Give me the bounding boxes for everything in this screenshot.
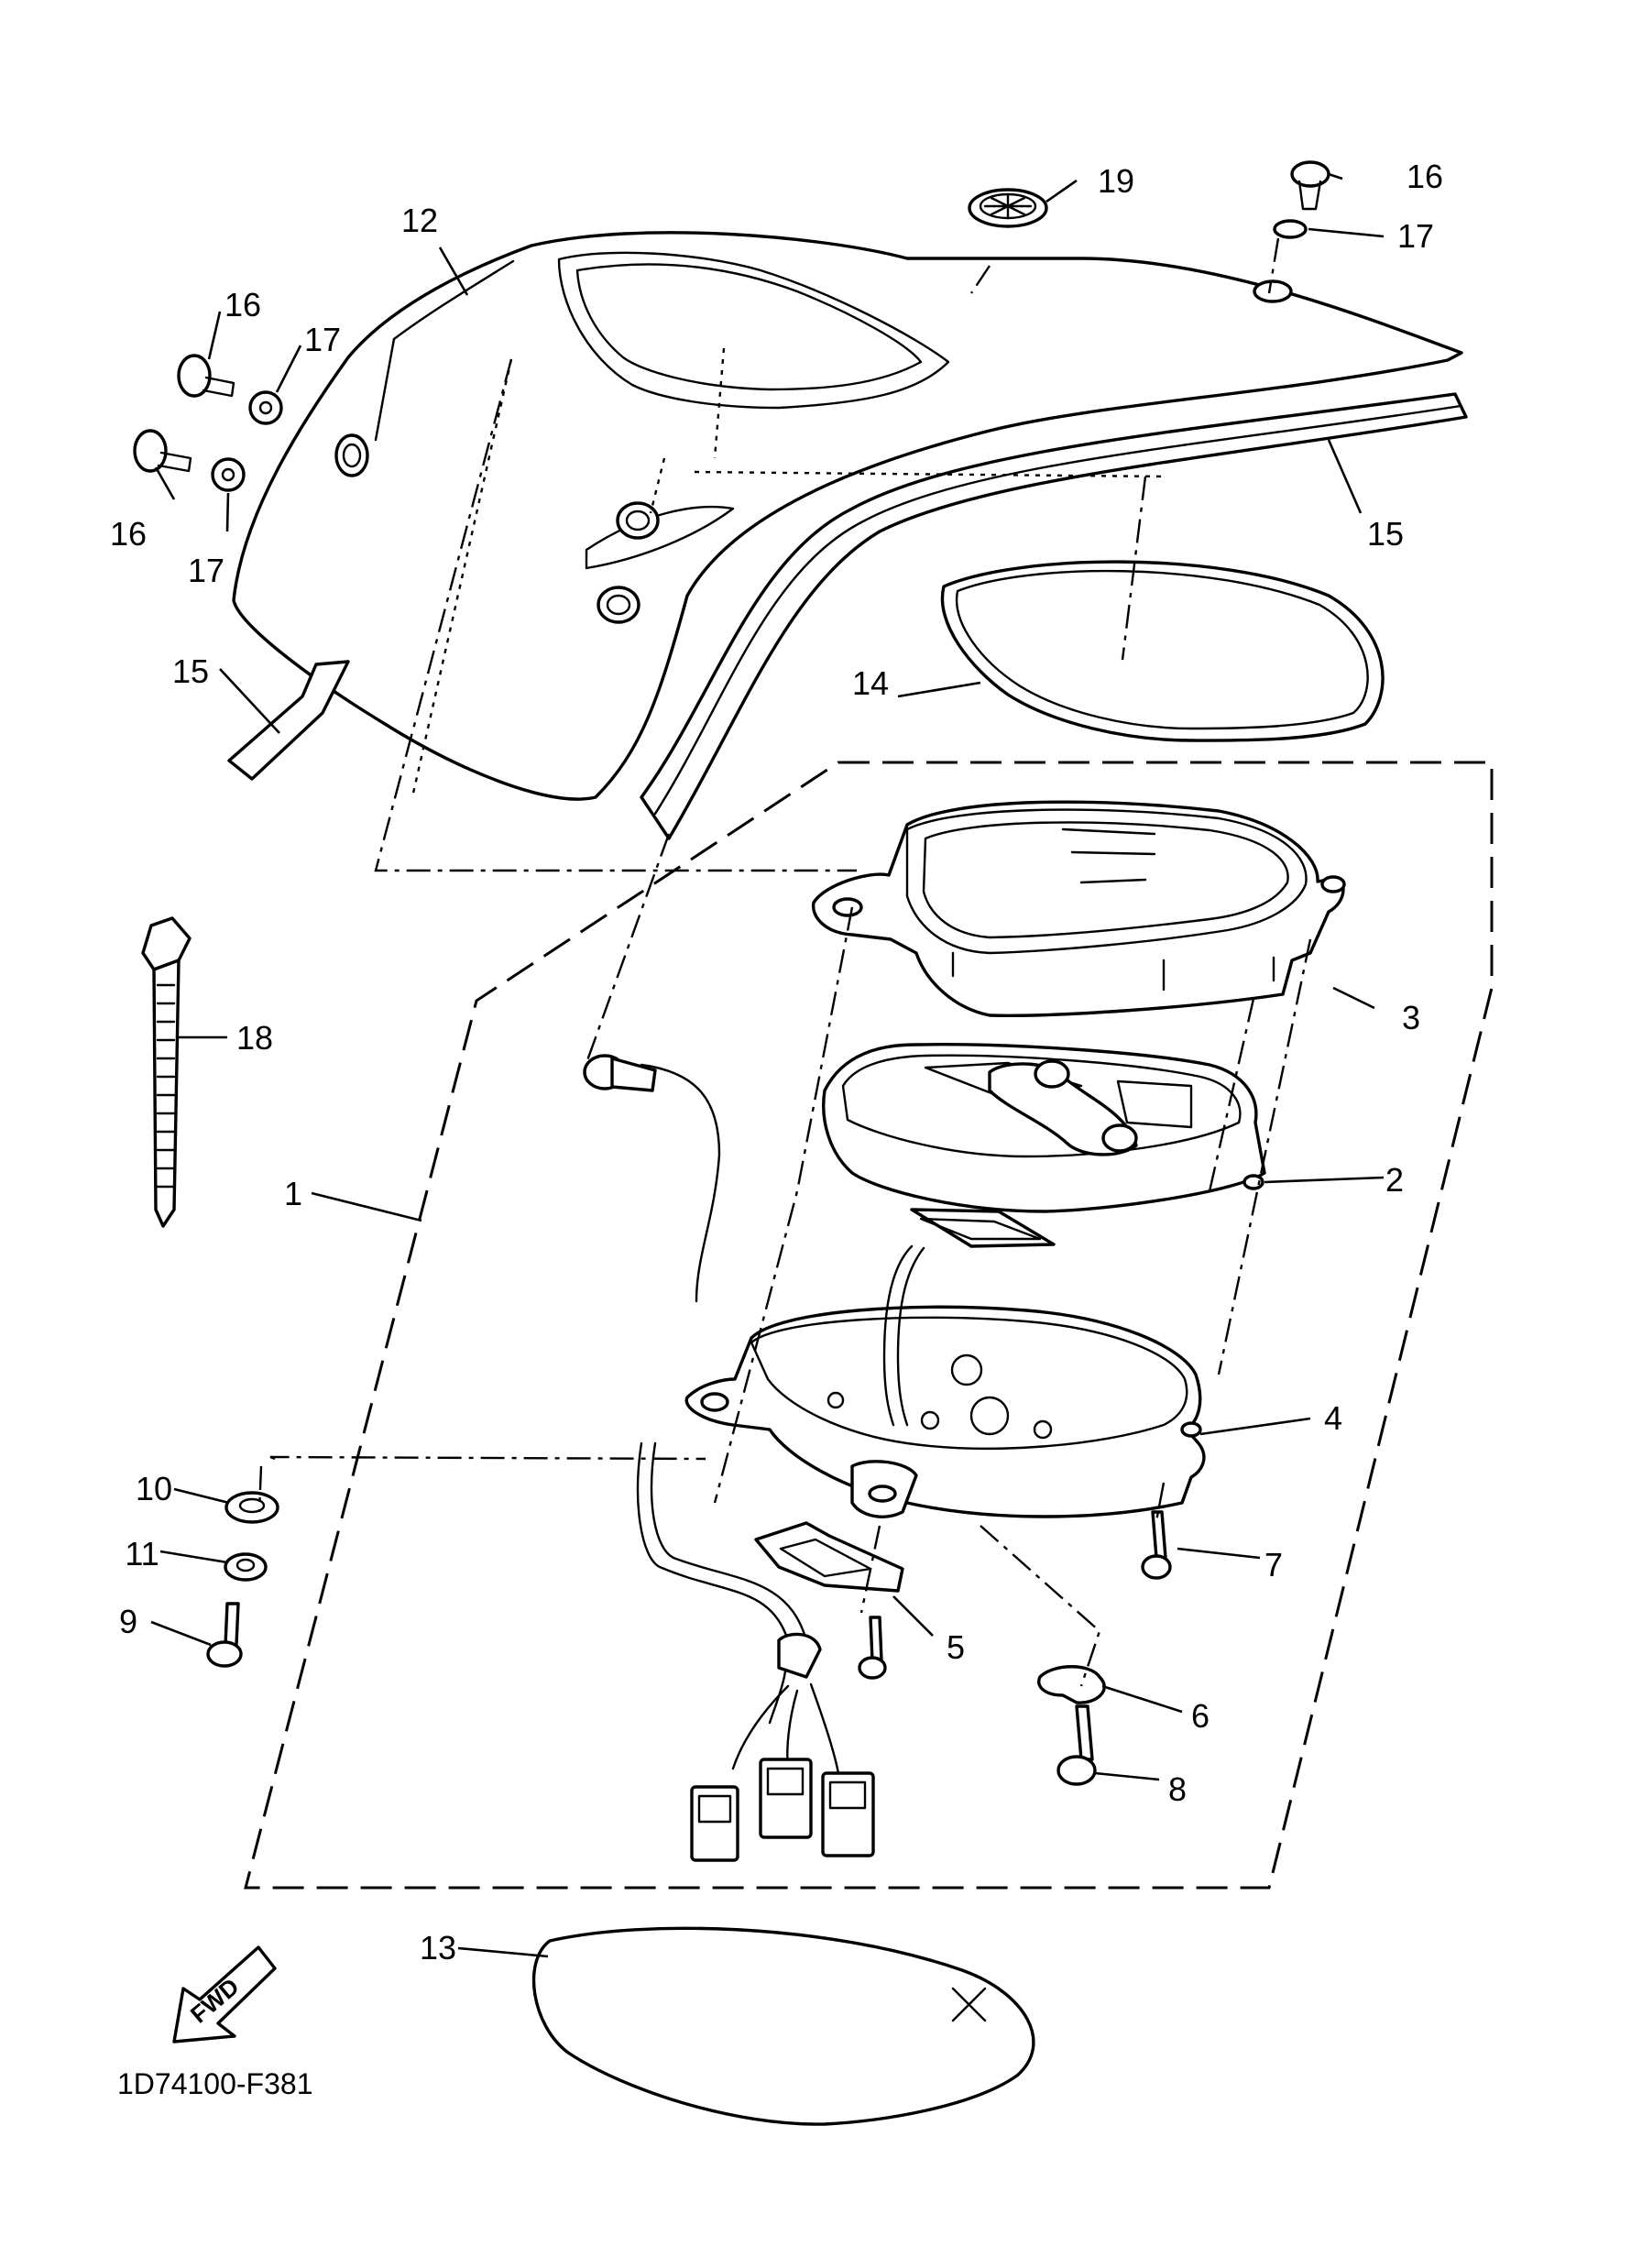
lens-13 <box>531 1926 1035 2126</box>
leader-lines <box>150 172 1385 1958</box>
damper-10 <box>224 1491 279 1524</box>
fwd-arrow-icon: FWD <box>172 1945 277 2043</box>
meter-gasket <box>940 560 1385 742</box>
bolt-9 <box>206 1602 243 1668</box>
screw-8 <box>1056 1704 1097 1786</box>
callout-9: 9 <box>119 1603 137 1640</box>
callout-18: 18 <box>236 1019 273 1057</box>
callout-17-b: 17 <box>188 552 224 589</box>
hidden-lines <box>410 347 1165 798</box>
callout-16-b: 16 <box>110 515 147 553</box>
callout-17-c: 17 <box>1397 217 1434 255</box>
screw-16-c <box>1290 160 1330 211</box>
plate-5 <box>754 1521 904 1593</box>
callout-10: 10 <box>136 1470 172 1507</box>
callout-7: 7 <box>1264 1546 1283 1583</box>
collar-6 <box>1037 1665 1106 1704</box>
callout-numbers: 1 2 3 4 5 6 7 8 9 10 11 12 13 14 15 15 1… <box>110 158 1443 1967</box>
screw-16-a <box>177 354 235 398</box>
assembly-boundary <box>244 761 1494 1890</box>
collar-11 <box>224 1552 268 1582</box>
bulb-socket <box>583 1054 657 1092</box>
screw-16-b <box>133 429 192 473</box>
alignment-lines <box>257 237 1312 1687</box>
callout-11: 11 <box>125 1535 159 1572</box>
callout-5: 5 <box>947 1628 965 1666</box>
callout-15-right: 15 <box>1367 515 1404 553</box>
callout-14: 14 <box>852 664 889 702</box>
callout-16-a: 16 <box>224 286 261 323</box>
screw-7 <box>1141 1510 1172 1580</box>
meter-assembly <box>822 1043 1266 1248</box>
grommet-19 <box>968 188 1048 228</box>
meter-cover <box>232 231 1463 801</box>
callout-17-a: 17 <box>304 321 341 358</box>
callout-3: 3 <box>1402 999 1420 1036</box>
wire-harness <box>636 1063 925 1862</box>
diagram-code: 1D74100-F381 <box>117 2067 312 2100</box>
callout-8: 8 <box>1168 1770 1187 1808</box>
meter-case-lower <box>684 1305 1206 1518</box>
callout-1: 1 <box>284 1175 302 1212</box>
callout-13: 13 <box>420 1929 456 1967</box>
callout-2: 2 <box>1385 1161 1404 1199</box>
washer-17-b <box>211 457 246 492</box>
callout-4: 4 <box>1324 1399 1342 1437</box>
screw-5-tapping <box>858 1616 887 1680</box>
callout-15-left: 15 <box>172 652 209 690</box>
rubber-strip-left <box>227 660 350 781</box>
callout-6: 6 <box>1191 1697 1210 1735</box>
meter-case-upper <box>811 800 1346 1017</box>
callout-12: 12 <box>401 202 438 239</box>
washer-17-a <box>248 390 283 425</box>
callout-19: 19 <box>1098 162 1134 200</box>
washer-17-c <box>1273 219 1308 239</box>
callout-16-c: 16 <box>1407 158 1443 195</box>
cable-tie-18 <box>141 916 192 1228</box>
